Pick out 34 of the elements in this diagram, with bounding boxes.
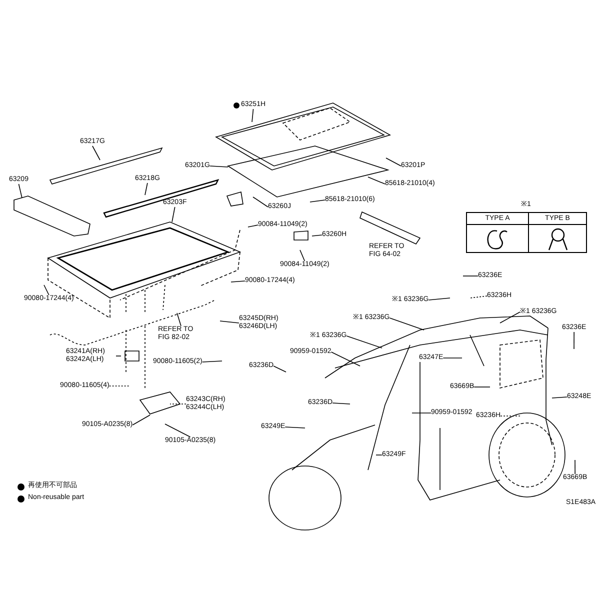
leader-line: [230, 280, 246, 282]
leader-line: [310, 200, 326, 202]
leader-line: [164, 424, 191, 438]
leader-line: [252, 108, 254, 122]
leader-line: [500, 312, 520, 324]
leader-line: [273, 366, 286, 372]
leader-line: [176, 312, 182, 326]
leader-line: [248, 224, 258, 228]
leader-line: [389, 318, 424, 330]
leader-line: [44, 284, 50, 296]
leader-line: [552, 396, 568, 398]
leader-line: [330, 352, 360, 366]
leader-line: [300, 250, 306, 262]
leader-line: [470, 296, 488, 298]
leader-line: [312, 234, 322, 236]
leader-line: [92, 146, 100, 160]
leader-line: [412, 412, 432, 414]
leader-line: [220, 320, 240, 324]
leader-line: [210, 166, 228, 168]
leader-line: [332, 402, 350, 404]
leader-line: [474, 386, 490, 388]
leader-line: [144, 182, 148, 196]
leader-line: [376, 454, 382, 456]
leader-line: [386, 158, 402, 166]
leader-line: [132, 414, 150, 426]
leader-line: [252, 196, 268, 208]
leader-line: [202, 360, 222, 362]
leader-line: [346, 336, 382, 348]
leader-line: [368, 176, 386, 184]
leader-line: [172, 206, 176, 222]
leader-line: [284, 426, 306, 428]
leader-line: [18, 184, 22, 198]
leader-line: [574, 460, 576, 474]
leader-line: [428, 298, 450, 300]
